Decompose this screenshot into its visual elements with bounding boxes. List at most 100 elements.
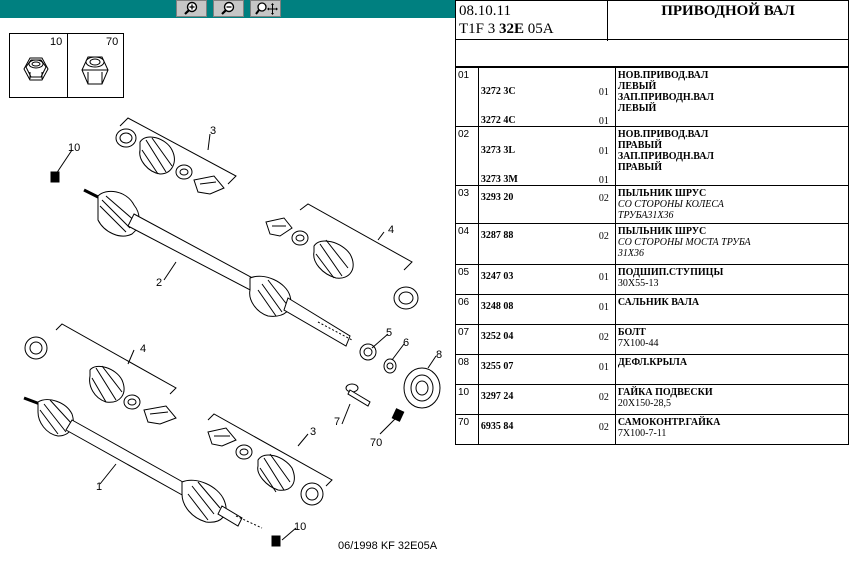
part-qty: 01 [598, 175, 609, 186]
legend-box: 10 70 [9, 33, 124, 98]
part-ref: 05 [455, 264, 479, 295]
part-name: ЗАП.ПРИВОДН.ВАЛ [617, 151, 714, 162]
nut-10-icon [23, 57, 49, 81]
header-date: 08.10.11 [459, 3, 511, 19]
part-qty: 01 [598, 87, 609, 98]
part-number[interactable]: 3273 3L [480, 145, 516, 156]
part-name: ЛЕВЫЙ [617, 103, 657, 114]
part-ref: 03 [455, 185, 479, 224]
part-name-cell: САЛЬНИК ВАЛА [614, 294, 849, 325]
part-description: 30X55-13 [617, 278, 659, 289]
part-name: ПЫЛЬНИК ШРУС [617, 188, 707, 199]
zoom-in-button[interactable] [176, 0, 207, 17]
callout: 6 [403, 337, 409, 349]
zoom-out-button[interactable] [213, 0, 244, 17]
zoom-out-icon [221, 1, 235, 15]
zoom-pan-button[interactable] [250, 0, 281, 17]
callout: 3 [210, 125, 216, 137]
bolt-and-nut [345, 383, 405, 422]
part-name-cell: ДЕФЛ.КРЫЛА [614, 354, 849, 385]
callout: 7 [334, 416, 340, 428]
page-title: ПРИВОДНОЙ ВАЛ [661, 3, 795, 19]
part-ref: 01 [455, 67, 479, 127]
part-number[interactable]: 3297 24 [480, 391, 514, 402]
part-description: СО СТОРОНЫ МОСТА ТРУБА [617, 237, 751, 248]
header-code: T1F 3 32E 05A [459, 21, 554, 37]
part-number[interactable]: 3252 04 [480, 331, 514, 342]
boot-kit-3-lower [207, 427, 324, 506]
boot-kit-4-upper [265, 217, 419, 310]
part-number[interactable]: 3287 88 [480, 230, 514, 241]
part-name: ЛЕВЫЙ [617, 81, 657, 92]
part-number[interactable]: 3273 3M [480, 174, 518, 185]
part-qty: 02 [598, 332, 609, 343]
diagram-pane: 10 70 [0, 0, 455, 552]
callout: 70 [370, 437, 382, 449]
callout: 3 [310, 426, 316, 438]
part-description: 31X36 [617, 248, 645, 259]
header-spacer [455, 39, 849, 67]
part-name: ЗАП.ПРИВОДН.ВАЛ [617, 92, 714, 103]
part-ref: 06 [455, 294, 479, 325]
drive-shaft-upper [83, 188, 353, 347]
part-description: СО СТОРОНЫ КОЛЕСА [617, 199, 724, 210]
drive-shaft-lower [23, 396, 263, 529]
callout: 5 [386, 327, 392, 339]
nut-10-upper [50, 171, 60, 183]
part-number[interactable]: 3293 20 [480, 192, 514, 203]
part-name: САМОКОНТР.ГАЙКА [617, 417, 721, 428]
nut-icons [23, 56, 109, 85]
part-qty: 01 [598, 116, 609, 127]
part-name: ДЕФЛ.КРЫЛА [617, 357, 688, 368]
part-number[interactable]: 3248 08 [480, 301, 514, 312]
part-number[interactable]: 3272 4C [480, 115, 516, 126]
part-ref: 70 [455, 414, 479, 445]
part-qty: 02 [598, 392, 609, 403]
nut-70-icon [81, 56, 109, 85]
callout: 10 [68, 142, 80, 154]
part-ref: 02 [455, 126, 479, 186]
part-number[interactable]: 3247 03 [480, 271, 514, 282]
callout: 10 [294, 521, 306, 533]
part-name: НОВ.ПРИВОД.ВАЛ [617, 70, 709, 81]
part-description: 7X100-44 [617, 338, 659, 349]
part-qty: 02 [598, 422, 609, 433]
exploded-drive-shaft-diagram: 10 3 4 2 5 6 8 4 7 70 3 1 10 [23, 117, 442, 547]
part-qty: 01 [598, 146, 609, 157]
boot-kit-3-upper [115, 128, 225, 195]
callout-labels: 10 3 4 2 5 6 8 4 7 70 3 1 10 [68, 125, 442, 533]
zoom-in-icon [184, 1, 198, 15]
parts-header: 08.10.11 T1F 3 32E 05A ПРИВОДНОЙ ВАЛ [455, 0, 849, 41]
part-number[interactable]: 6935 84 [480, 421, 514, 432]
part-ref: 07 [455, 324, 479, 355]
part-qty: 01 [598, 272, 609, 283]
part-name: ГАЙКА ПОДВЕСКИ [617, 387, 713, 398]
part-number[interactable]: 3255 07 [480, 361, 514, 372]
part-name: ПОДШИП.СТУПИЦЫ [617, 267, 724, 278]
part-number[interactable]: 3272 3C [480, 86, 516, 97]
zoom-toolbar [0, 0, 455, 18]
part-description: 20X150-28,5 [617, 398, 671, 409]
part-name: ПРАВЫЙ [617, 140, 663, 151]
nut-10-lower [271, 535, 281, 547]
zoom-pan-icon [255, 2, 278, 15]
part-name: ПРАВЫЙ [617, 162, 663, 173]
